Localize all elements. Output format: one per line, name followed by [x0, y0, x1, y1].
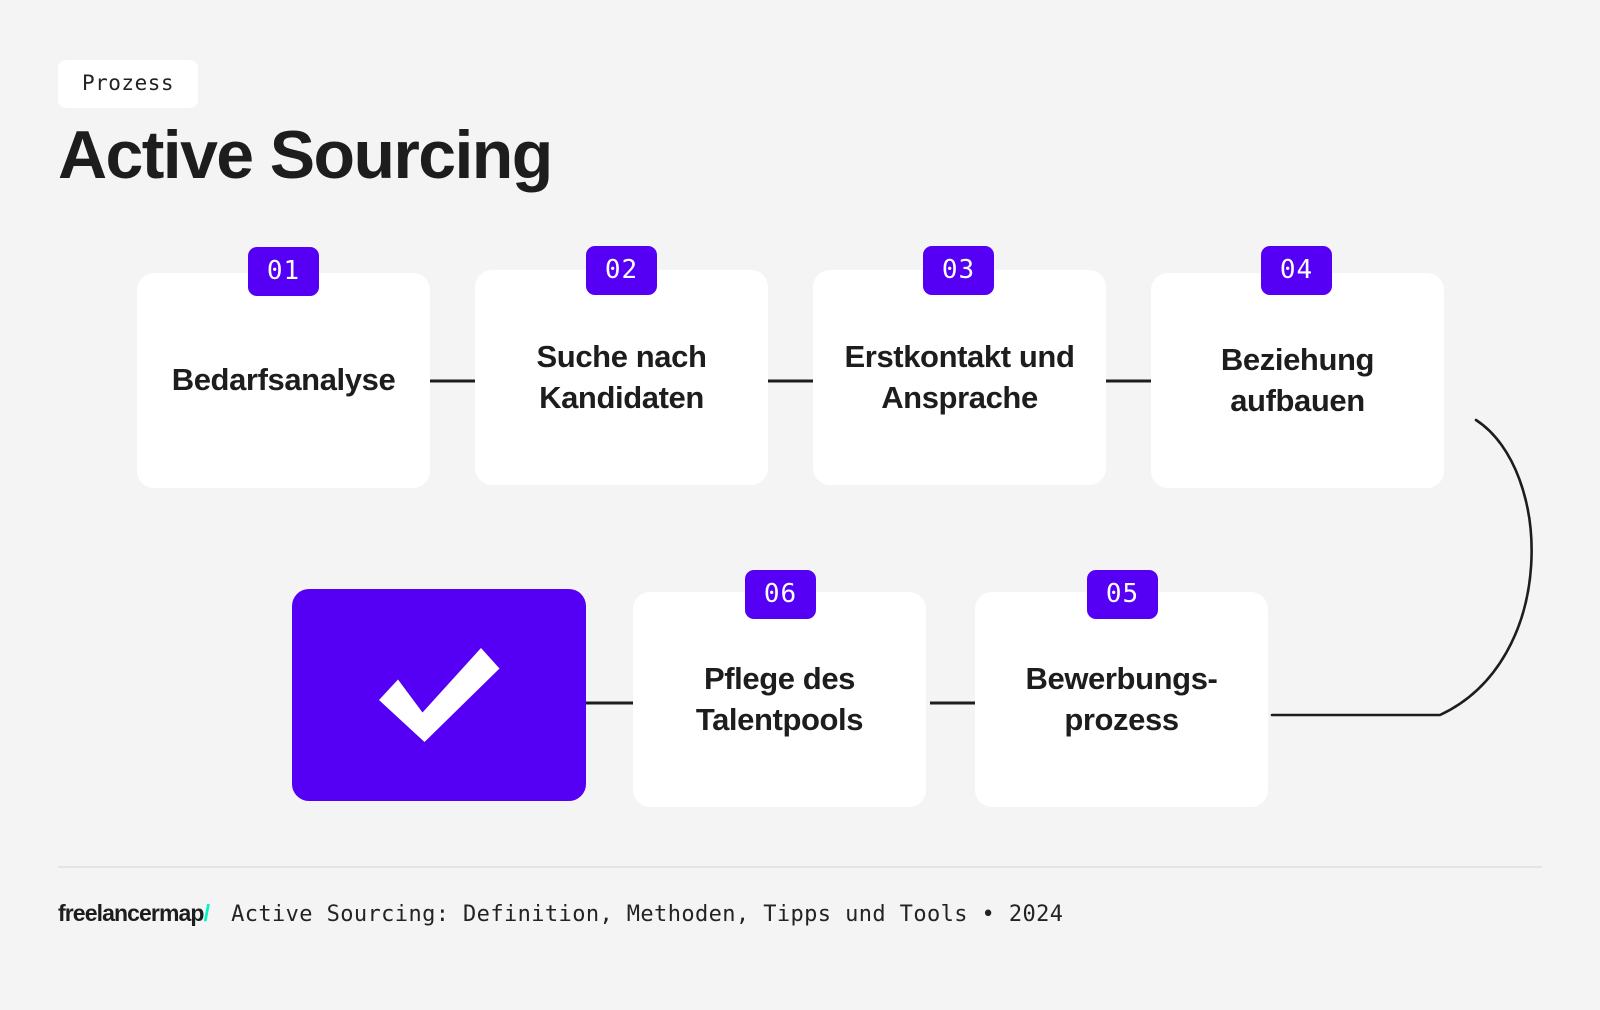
- step-label-03: Erstkontakt und Ansprache: [844, 338, 1075, 415]
- brand-slash-icon: /: [203, 900, 210, 926]
- kicker-badge: Prozess: [58, 60, 199, 108]
- footer: freelancermap/ Active Sourcing: Definiti…: [58, 900, 1063, 927]
- completion-card[interactable]: [292, 589, 586, 801]
- step-card-01[interactable]: Bedarfsanalyse: [137, 273, 430, 488]
- page-title: Active Sourcing: [58, 117, 553, 193]
- check-icon: [377, 646, 501, 744]
- step-label-06: Pflege des Talentpools: [695, 660, 864, 737]
- step-card-02[interactable]: Suche nach Kandidaten: [475, 270, 768, 485]
- step-label-05: Bewerbungs- prozess: [1025, 660, 1218, 737]
- brand-logo: freelancermap/: [58, 900, 210, 927]
- step-card-05[interactable]: Bewerbungs- prozess: [975, 592, 1268, 807]
- step-card-06[interactable]: Pflege des Talentpools: [633, 592, 926, 807]
- step-badge-05: 05: [1087, 570, 1158, 619]
- step-badge-06: 06: [745, 570, 816, 619]
- brand-name: freelancermap: [58, 900, 204, 926]
- footer-caption: Active Sourcing: Definition, Methoden, T…: [231, 902, 1064, 927]
- step-badge-03: 03: [923, 246, 994, 295]
- step-card-04[interactable]: Beziehung aufbauen: [1151, 273, 1444, 488]
- step-badge-01: 01: [248, 247, 319, 296]
- step-label-01: Bedarfsanalyse: [171, 362, 396, 398]
- step-badge-04: 04: [1261, 246, 1332, 295]
- step-label-02: Suche nach Kandidaten: [536, 338, 707, 415]
- step-label-04: Beziehung aufbauen: [1220, 341, 1375, 418]
- step-card-03[interactable]: Erstkontakt und Ansprache: [813, 270, 1106, 485]
- footer-divider: [58, 866, 1542, 868]
- step-badge-02: 02: [586, 246, 657, 295]
